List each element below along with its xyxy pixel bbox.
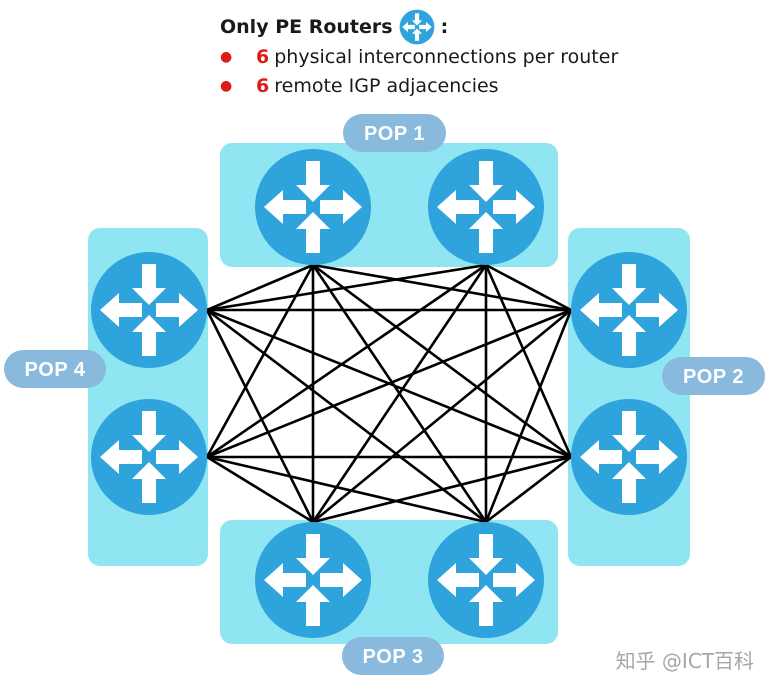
legend-title-colon: : (440, 16, 449, 38)
links-layer (205, 263, 573, 524)
watermark: 知乎 @ICT百科 (615, 649, 754, 673)
router-icon (91, 399, 207, 515)
legend-item-adjacencies: ● 6 remote IGP adjacencies (220, 71, 618, 100)
link-r1-r8 (205, 264, 315, 458)
legend-title-text: Only PE Routers (220, 16, 393, 38)
link-r4-r6 (485, 455, 572, 524)
router-icon (428, 149, 544, 265)
link-r2-r3 (485, 263, 572, 312)
svg-text:POP 2: POP 2 (683, 366, 744, 388)
link-r1-r7 (206, 263, 314, 312)
legend-text: physical interconnections per router (274, 45, 619, 68)
svg-text:POP 1: POP 1 (364, 123, 425, 145)
svg-text:POP 3: POP 3 (362, 646, 423, 668)
router-icon (399, 9, 434, 45)
link-r6-r8 (206, 455, 487, 524)
router-icon (428, 522, 544, 638)
svg-text:POP 4: POP 4 (24, 359, 85, 381)
link-r3-r6 (484, 309, 573, 523)
link-r2-r8 (206, 263, 487, 459)
link-r2-r5 (311, 264, 488, 523)
link-r6-r7 (206, 308, 487, 524)
router-icon (255, 522, 371, 638)
pop2-label: POP 2 (662, 357, 765, 395)
router-icon (571, 252, 687, 368)
legend-count: 6 (256, 74, 270, 97)
pop4-label: POP 4 (4, 350, 106, 388)
bullet-icon: ● (220, 77, 233, 94)
link-r5-r7 (205, 309, 315, 523)
legend-count: 6 (256, 45, 270, 68)
link-r5-r8 (206, 455, 314, 524)
legend-text: remote IGP adjacencies (274, 74, 499, 97)
legend-item-interconnections: ● 6 physical interconnections per router (220, 42, 618, 71)
pop3-label: POP 3 (342, 637, 444, 675)
link-r1-r3 (312, 263, 572, 312)
link-r2-r4 (484, 264, 573, 458)
bullet-icon: ● (220, 48, 233, 65)
link-r4-r7 (206, 308, 572, 459)
router-icon (91, 252, 207, 368)
link-r3-r5 (312, 308, 572, 524)
link-r2-r7 (206, 263, 487, 312)
legend-title: Only PE Routers : (220, 9, 618, 45)
router-icon (571, 399, 687, 515)
router-icon (255, 149, 371, 265)
pop1-label: POP 1 (343, 114, 446, 152)
legend: Only PE Routers : ● 6 physical interconn… (220, 9, 618, 100)
